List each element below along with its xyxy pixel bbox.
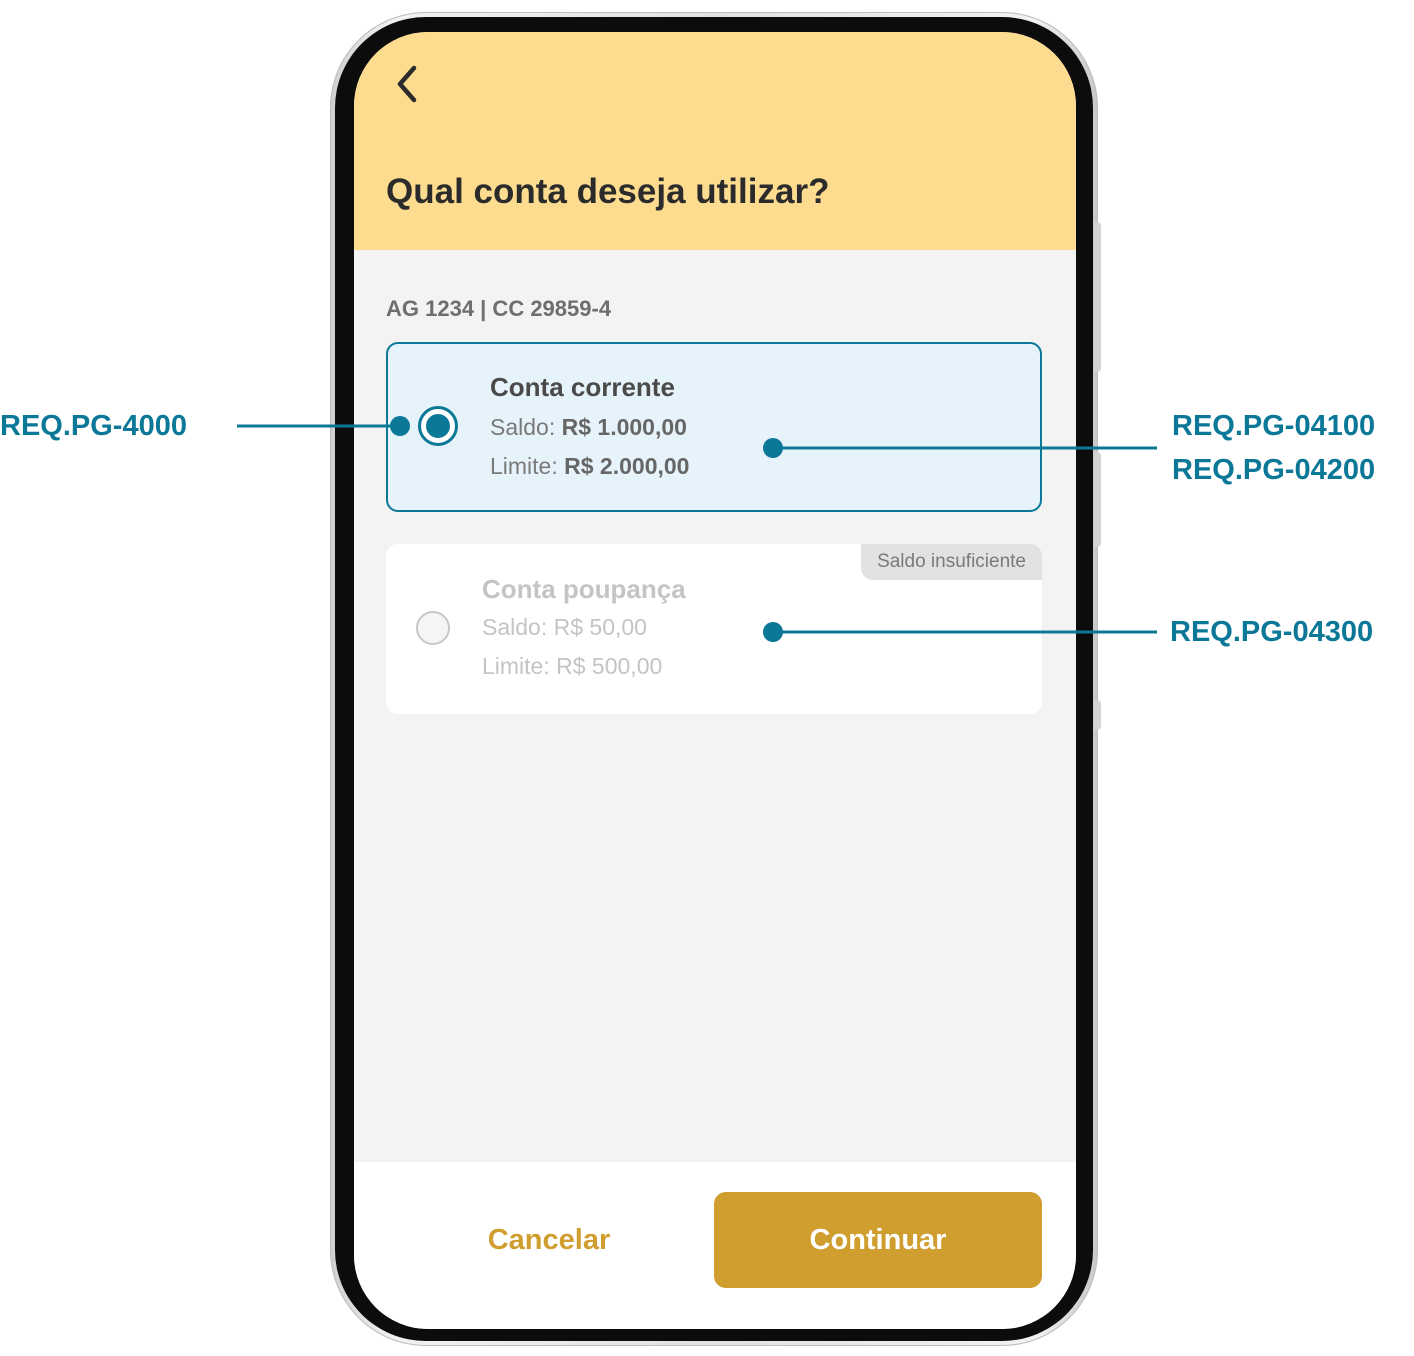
phone-side-notch — [1094, 700, 1101, 730]
balance-value: R$ 1.000,00 — [561, 414, 687, 440]
phone-volume-button — [1094, 222, 1101, 372]
limit-value: R$ 500,00 — [556, 653, 663, 679]
annotation-radio: REQ.PG-4000 — [0, 410, 187, 442]
account-limit: Limite: R$ 500,00 — [482, 653, 662, 680]
phone-power-button — [1094, 452, 1101, 547]
limit-label: Limite: — [490, 453, 565, 479]
account-info: AG 1234 | CC 29859-4 — [386, 296, 612, 321]
continue-button[interactable]: Continuar — [714, 1192, 1042, 1288]
account-card-savings: Saldo insuficiente Conta poupança Saldo:… — [386, 544, 1042, 714]
account-limit: Limite: R$ 2.000,00 — [490, 453, 689, 480]
account-balance: Saldo: R$ 1.000,00 — [490, 414, 687, 441]
limit-value: R$ 2.000,00 — [564, 453, 690, 479]
balance-label: Saldo: — [490, 414, 562, 440]
annotation-checking-1: REQ.PG-04100 — [1172, 410, 1376, 442]
radio-checking-selected[interactable] — [418, 406, 458, 446]
annotation-savings: REQ.PG-04300 — [1170, 616, 1374, 648]
balance-value: R$ 50,00 — [553, 614, 647, 640]
annotation-checking-2: REQ.PG-04200 — [1172, 454, 1376, 486]
radio-dot — [426, 414, 450, 438]
footer: Cancelar Continuar — [354, 1162, 1076, 1329]
limit-label: Limite: — [482, 653, 557, 679]
cancel-button[interactable]: Cancelar — [416, 1192, 682, 1288]
phone-screen: Qual conta deseja utilizar? AG 1234 | CC… — [354, 32, 1076, 1329]
account-card-checking[interactable]: Conta corrente Saldo: R$ 1.000,00 Limite… — [386, 342, 1042, 512]
page-title: Qual conta deseja utilizar? — [386, 172, 830, 211]
insufficient-balance-badge: Saldo insuficiente — [861, 544, 1042, 580]
account-name: Conta poupança — [482, 574, 686, 604]
radio-savings-disabled — [416, 611, 450, 645]
account-balance: Saldo: R$ 50,00 — [482, 614, 647, 641]
account-name: Conta corrente — [490, 372, 675, 402]
header: Qual conta deseja utilizar? — [354, 32, 1076, 250]
chevron-left-icon[interactable] — [388, 62, 428, 106]
balance-label: Saldo: — [482, 614, 554, 640]
